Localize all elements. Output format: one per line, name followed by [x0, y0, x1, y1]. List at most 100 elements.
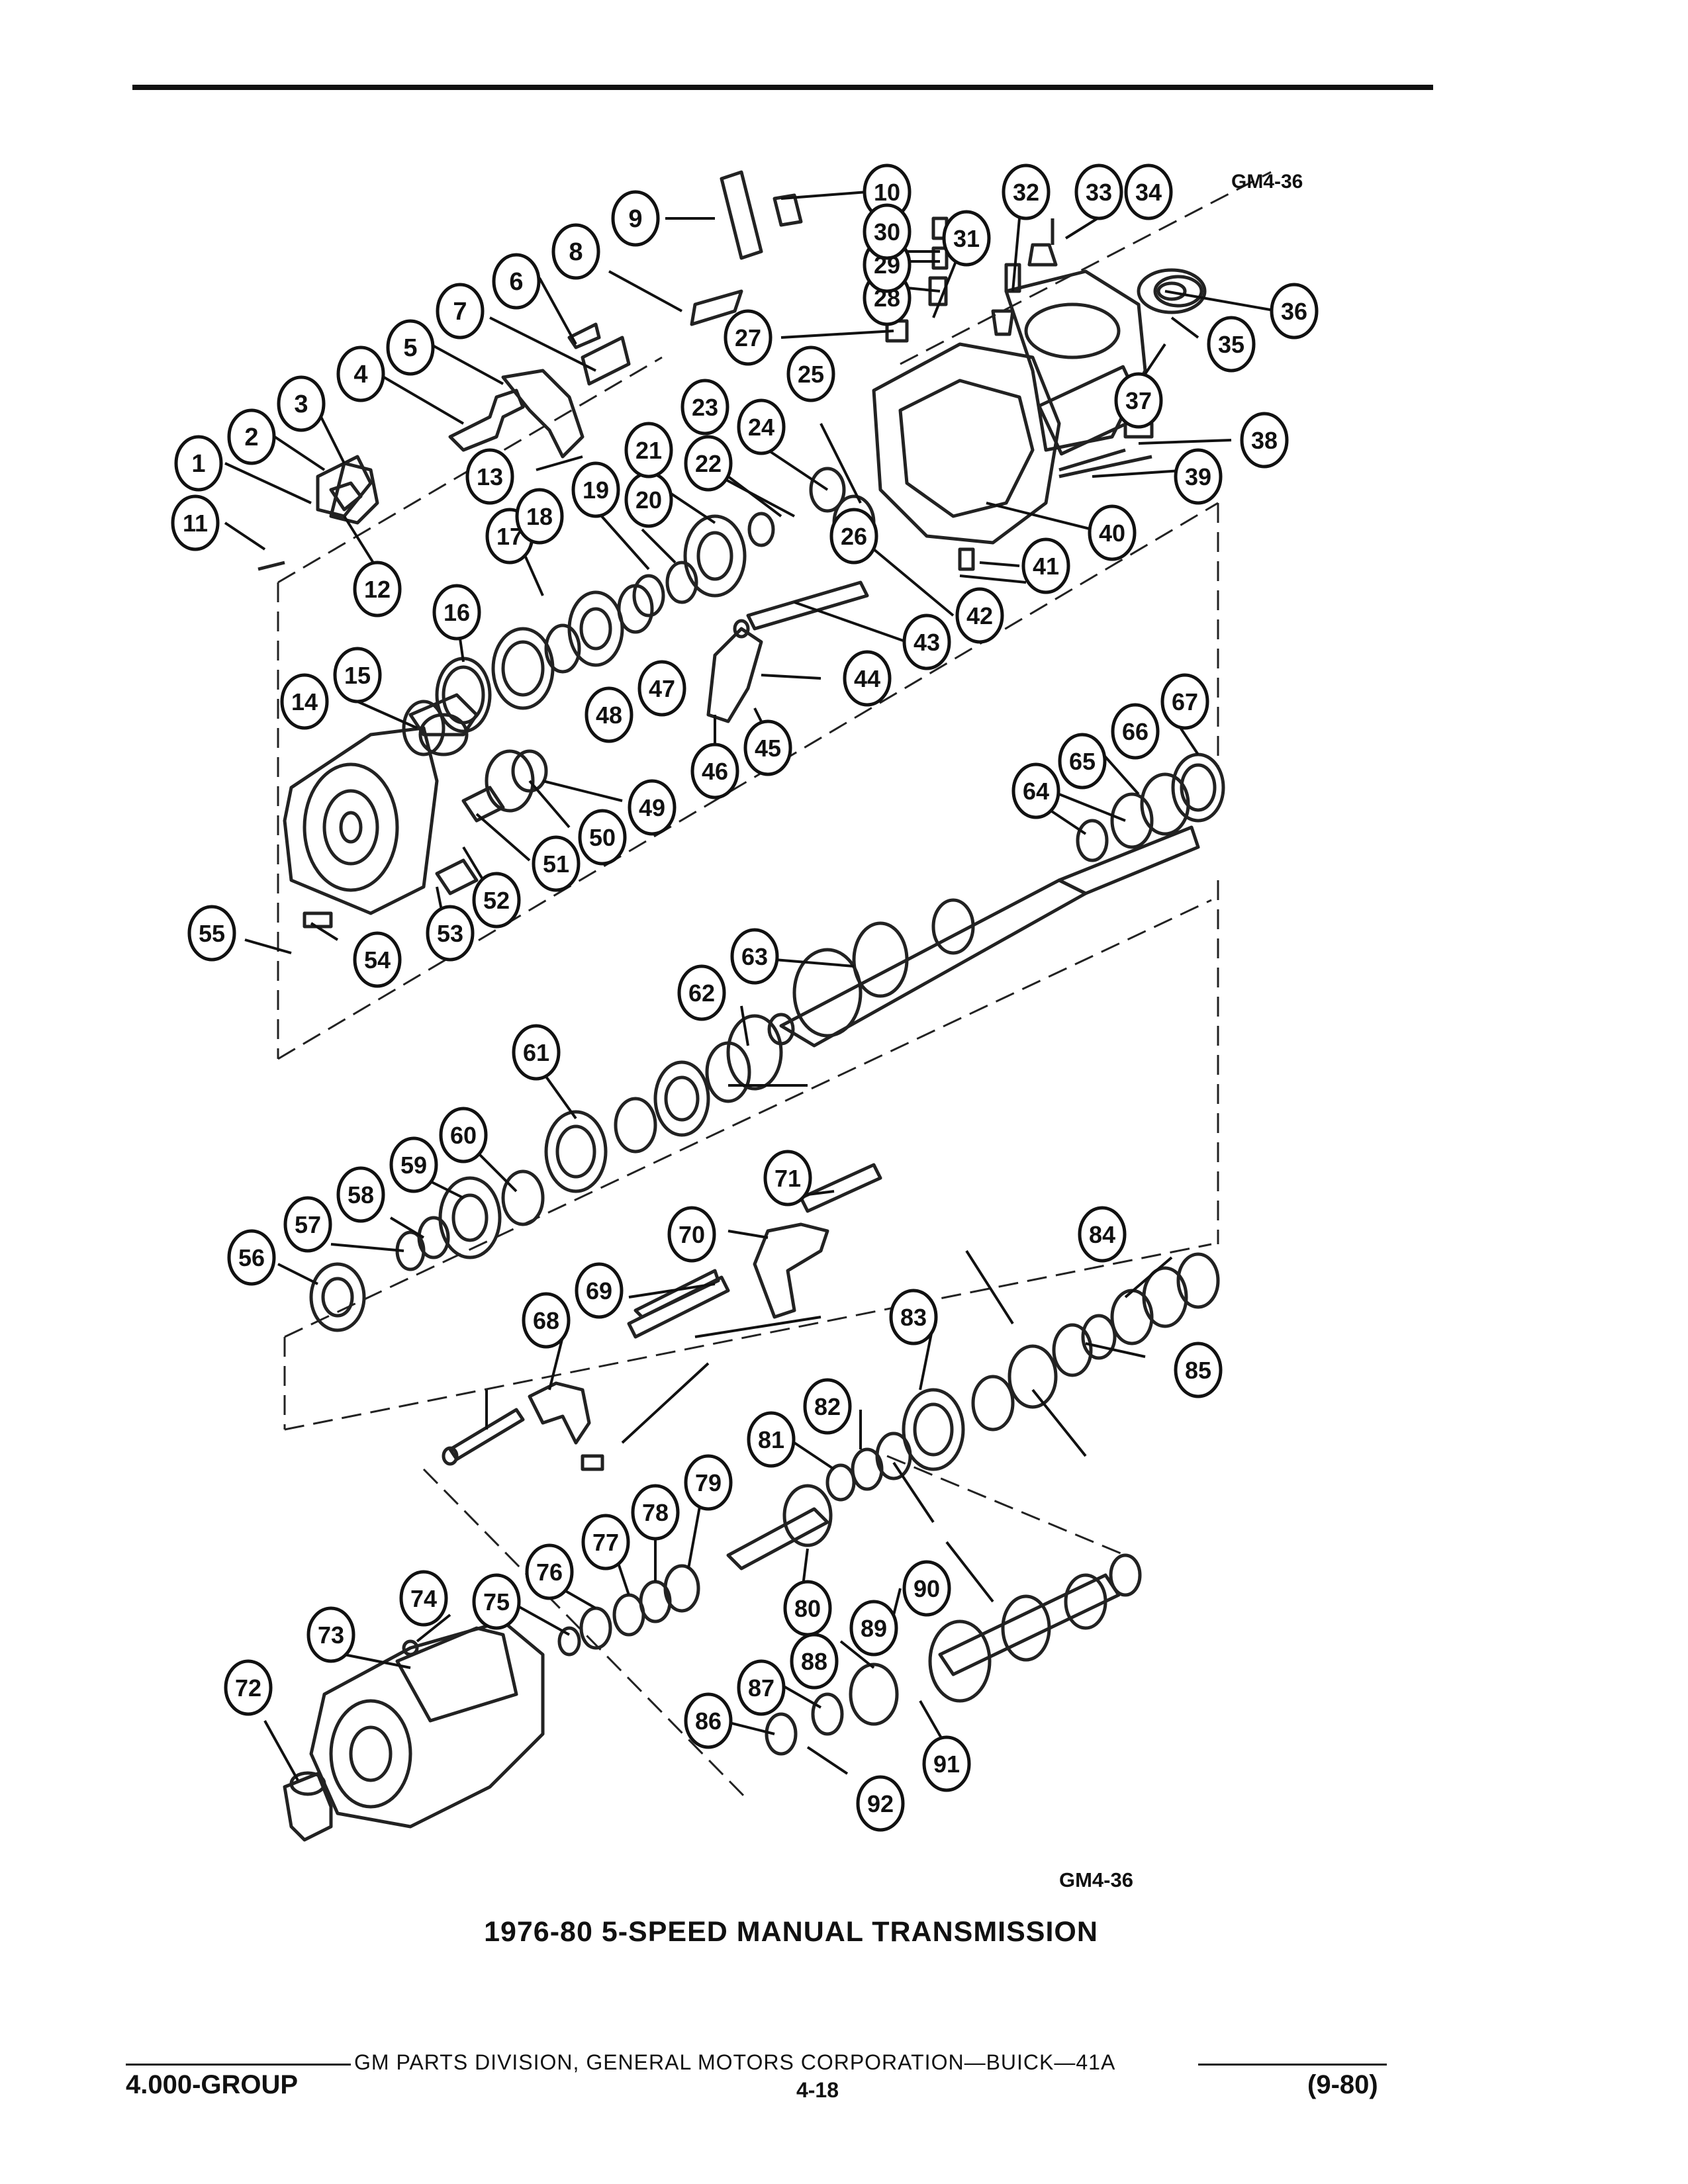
- callout-label: 23: [692, 394, 718, 421]
- callout-label: 73: [318, 1621, 344, 1649]
- callout-circle: [856, 1775, 905, 1832]
- callout-circle: [843, 650, 892, 707]
- callout-circle: [512, 1024, 561, 1081]
- callout-label: 74: [410, 1585, 437, 1612]
- callout-33: 33: [1074, 163, 1123, 220]
- callout-circle: [743, 719, 792, 776]
- callout-label: 72: [235, 1674, 261, 1702]
- callout-49: 49: [628, 779, 677, 836]
- callout-84: 84: [1078, 1206, 1127, 1263]
- callout-11: 11: [171, 494, 220, 551]
- callout-72: 72: [224, 1659, 273, 1716]
- callout-label: 76: [536, 1559, 563, 1586]
- callout-label: 85: [1185, 1357, 1211, 1384]
- callout-circle: [306, 1606, 355, 1663]
- callout-label: 64: [1023, 778, 1049, 805]
- callout-label: 35: [1218, 331, 1244, 358]
- callout-label: 14: [291, 688, 318, 715]
- callout-47: 47: [637, 660, 686, 717]
- callout-label: 27: [735, 324, 761, 351]
- callout-label: 34: [1135, 179, 1162, 206]
- callout-55: 55: [187, 905, 236, 962]
- callout-circle: [389, 1136, 438, 1193]
- callout-73: 73: [306, 1606, 355, 1663]
- callout-circle: [353, 561, 402, 617]
- callout-50: 50: [578, 809, 627, 866]
- callout-circle: [1021, 537, 1070, 594]
- rear-housing: [283, 1619, 545, 1842]
- callout-label: 83: [900, 1304, 927, 1331]
- callout-label: 62: [688, 979, 715, 1007]
- callout-circle: [426, 905, 475, 962]
- callout-label: 26: [841, 523, 867, 550]
- callout-label: 91: [933, 1751, 960, 1778]
- callout-circle: [439, 1107, 488, 1163]
- callout-circle: [1160, 673, 1209, 730]
- callout-circle: [581, 1514, 630, 1570]
- callout-54: 54: [353, 931, 402, 988]
- callout-circle: [399, 1570, 448, 1627]
- callout-13: 13: [465, 448, 514, 505]
- callout-61: 61: [512, 1024, 561, 1081]
- callout-36: 36: [1270, 283, 1319, 340]
- callout-label: 13: [477, 463, 503, 490]
- header-rule: [132, 85, 1433, 90]
- callout-label: 84: [1089, 1221, 1115, 1248]
- callout-88: 88: [790, 1633, 839, 1690]
- footer-page-number: 4-18: [796, 2078, 839, 2102]
- callout-circle: [515, 488, 564, 545]
- callout-circle: [637, 660, 686, 717]
- callout-label: 92: [867, 1790, 894, 1817]
- callout-circle: [283, 1196, 332, 1253]
- callout-label: 60: [450, 1122, 477, 1149]
- callout-label: 61: [523, 1039, 549, 1066]
- callout-70: 70: [667, 1206, 716, 1263]
- callout-circle: [902, 1560, 951, 1617]
- callout-label: 21: [635, 437, 662, 464]
- callout-label: 69: [586, 1277, 612, 1304]
- callout-label: 68: [533, 1307, 559, 1334]
- diagram-title: 1976-80 5-SPEED MANUAL TRANSMISSION: [484, 1916, 1098, 1948]
- callout-circle: [472, 1573, 521, 1630]
- figure-reference-bottom: GM4-36: [1059, 1868, 1133, 1891]
- callout-label: 12: [364, 576, 391, 603]
- callout-6: 6: [492, 253, 541, 310]
- callout-79: 79: [684, 1454, 733, 1511]
- callout-circle: [680, 379, 729, 435]
- callout-22: 22: [684, 435, 733, 492]
- callout-circle: [684, 435, 733, 492]
- callout-label: 52: [483, 887, 510, 914]
- callout-circle: [889, 1289, 938, 1345]
- callout-circle: [578, 809, 627, 866]
- callout-label: 47: [649, 675, 675, 702]
- callout-label: 40: [1099, 520, 1125, 547]
- callout-56: 56: [227, 1229, 276, 1286]
- callout-62: 62: [677, 964, 726, 1021]
- callout-label: 36: [1281, 298, 1307, 325]
- callout-25: 25: [786, 345, 835, 402]
- callout-label: 45: [755, 735, 781, 762]
- callout-34: 34: [1124, 163, 1173, 220]
- countershaft: [557, 1484, 1142, 1756]
- callout-circle: [1088, 504, 1137, 561]
- callout-circle: [763, 1150, 812, 1206]
- callout-circle: [677, 964, 726, 1021]
- callout-circle: [575, 1262, 624, 1319]
- callout-circle: [585, 686, 633, 743]
- callout-circle: [1240, 412, 1289, 469]
- callout-circle: [353, 931, 402, 988]
- callout-label: 24: [748, 414, 774, 441]
- callout-circle: [790, 1633, 839, 1690]
- callout-label: 66: [1122, 718, 1149, 745]
- callout-12: 12: [353, 561, 402, 617]
- callout-circle: [571, 461, 620, 518]
- callout-label: 55: [199, 920, 225, 947]
- callout-5: 5: [386, 319, 435, 376]
- callout-label: 7: [453, 298, 467, 326]
- callout-circle: [522, 1292, 571, 1349]
- callout-63: 63: [730, 928, 779, 985]
- callout-label: 1: [191, 450, 205, 478]
- callout-label: 53: [437, 920, 463, 947]
- callout-circle: [472, 872, 521, 929]
